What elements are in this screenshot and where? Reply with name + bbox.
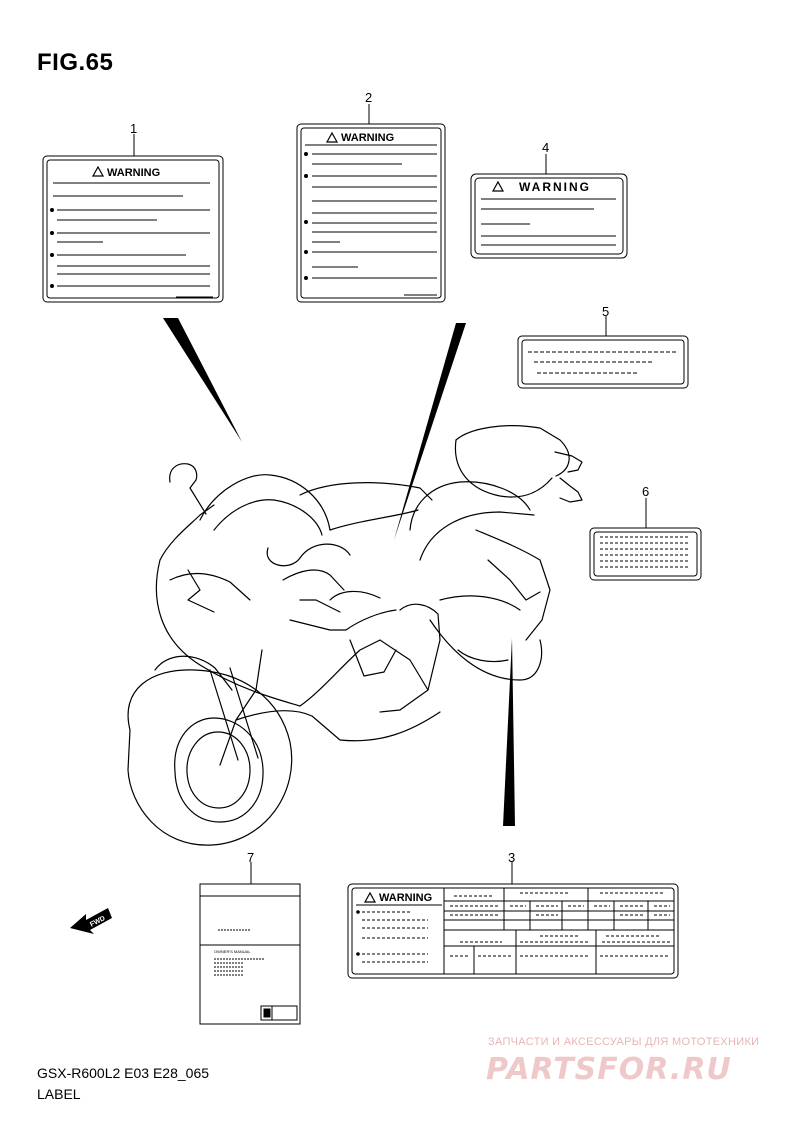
- label-3-warning-text: WARNING: [379, 892, 432, 904]
- pointer-label-3: [503, 638, 515, 826]
- label-1-warning-text: WARNING: [107, 167, 160, 179]
- label-1[interactable]: [42, 134, 224, 303]
- warning-triangle-icon: [325, 131, 339, 143]
- warning-triangle-icon: [91, 165, 105, 177]
- model-code: GSX-R600L2 E03 E28_065: [37, 1065, 210, 1081]
- callout-4: 4: [542, 140, 549, 155]
- label-4-warning-text: WARNING: [519, 180, 591, 194]
- figure-title: FIG.65: [37, 49, 114, 76]
- label-7-owners-manual[interactable]: [199, 862, 301, 1025]
- callout-2: 2: [365, 90, 372, 105]
- warning-triangle-icon: [491, 180, 505, 192]
- fwd-arrow-icon: [70, 908, 112, 934]
- callout-6: 6: [642, 484, 649, 499]
- motorcycle-outline: [127, 425, 583, 846]
- label-3[interactable]: [347, 862, 679, 979]
- label-5[interactable]: [517, 316, 689, 389]
- warning-triangle-icon: [363, 891, 377, 903]
- callout-5: 5: [602, 304, 609, 319]
- label-6[interactable]: [589, 498, 702, 581]
- label-2-warning-text: WARNING: [341, 132, 394, 144]
- section-label: LABEL: [37, 1086, 81, 1102]
- pointer-label-2: [394, 323, 466, 540]
- callout-7: 7: [247, 850, 254, 865]
- watermark-tagline: ЗАПЧАСТИ И АКСЕССУАРЫ ДЛЯ МОТОТЕХНИКИ: [488, 1036, 760, 1048]
- callout-1: 1: [130, 121, 137, 136]
- pointer-label-1: [163, 318, 242, 442]
- label-2[interactable]: [296, 104, 446, 303]
- label-4[interactable]: [470, 154, 628, 259]
- callout-3: 3: [508, 850, 515, 865]
- watermark-logo: PARTSFOR.RU: [486, 1052, 732, 1087]
- manual-title: OWNER'S MANUAL: [214, 949, 251, 954]
- pointer-wedges: [163, 318, 515, 826]
